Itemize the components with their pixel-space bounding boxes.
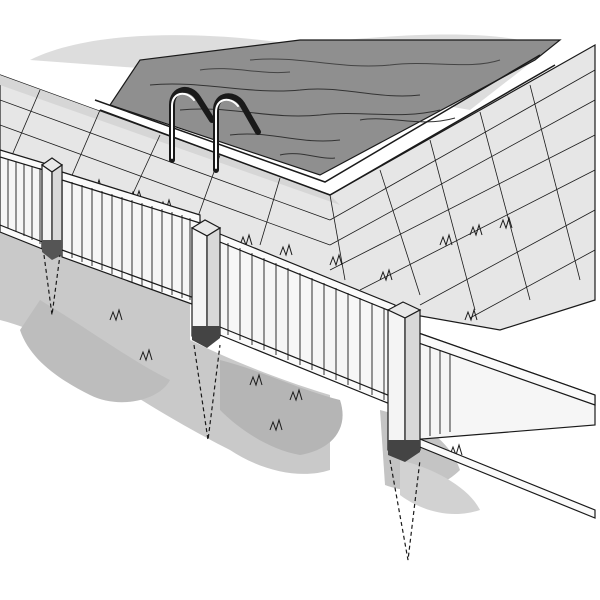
- pool-water: [109, 39, 562, 176]
- fence-pickets: [7, 160, 451, 438]
- pool-ladder-highlight: [171, 92, 239, 169]
- fence-post-2: [190, 219, 222, 348]
- fence-post-3: [386, 301, 422, 462]
- fence-post-1: [40, 157, 64, 260]
- post-spikes: [43, 254, 421, 561]
